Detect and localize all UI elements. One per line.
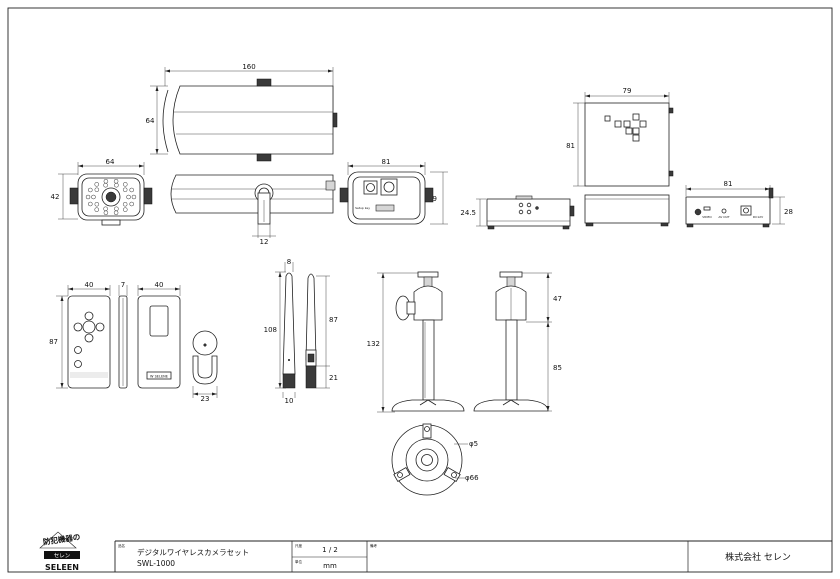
dim-mount-hole: φ5	[469, 440, 478, 448]
dim-base-diameter: φ66	[465, 474, 479, 482]
stand-base-plan: φ5 φ66	[391, 423, 479, 496]
ir-led-array	[85, 179, 137, 215]
dim-front-height: 42	[51, 193, 60, 201]
ir-led	[94, 202, 100, 207]
ir-led	[94, 207, 99, 212]
rx-rear-video-label: VIDEO	[702, 215, 712, 219]
rear-setup-label: Setup key	[355, 206, 370, 210]
antenna-views: 8 108 10 87 21	[264, 258, 338, 405]
dim-stand-height: 132	[367, 340, 380, 348]
dim-receiver-front-height: 24.5	[460, 209, 476, 217]
dim-camera-height: 64	[146, 117, 155, 125]
dim-bracket-width: 12	[260, 238, 269, 246]
dim-rear-width: 81	[382, 158, 391, 166]
dim-receiver-depth: 81	[566, 142, 575, 150]
ir-led	[103, 179, 109, 184]
dim-antenna-top: 8	[287, 258, 291, 266]
scale-label: 尺度	[295, 543, 303, 548]
logo-wordmark: SELEEN	[45, 563, 79, 572]
camera-rear-view: 81 49 Setup key	[339, 158, 448, 225]
ir-led	[131, 194, 137, 200]
camera-side-view: 160 64	[146, 63, 338, 162]
camera-top-view: 12	[170, 174, 336, 246]
dim-remote-thickness: 7	[121, 281, 125, 289]
model-number: SWL-1000	[137, 559, 175, 568]
dim-stand-top: 47	[553, 295, 562, 303]
remote-control-views: 40 87 7 40 W SELENE	[49, 281, 181, 389]
ir-led	[94, 182, 99, 187]
notes-label: 備考	[370, 543, 378, 548]
dim-stand-bottom: 85	[553, 364, 562, 372]
ir-led	[113, 179, 119, 184]
ir-led	[122, 202, 128, 207]
ir-led	[103, 210, 109, 215]
ir-led	[123, 207, 128, 212]
dim-antenna-side-height: 87	[329, 316, 338, 324]
product-name-label: 品名	[118, 543, 125, 548]
dim-remote-back-width: 40	[155, 281, 164, 289]
dim-clip-width: 23	[201, 395, 210, 403]
dim-receiver-rear-width: 81	[724, 180, 733, 188]
dim-remote-height: 87	[49, 338, 58, 346]
ir-led	[113, 210, 119, 215]
ir-led	[114, 183, 119, 188]
dim-antenna-base-height: 21	[329, 374, 338, 382]
receiver-key-pad	[604, 113, 647, 142]
ir-led	[129, 187, 134, 193]
dim-camera-length: 160	[242, 63, 255, 71]
dim-receiver-width: 79	[623, 87, 632, 95]
dim-front-width: 64	[106, 158, 115, 166]
dim-antenna-height: 108	[264, 326, 277, 334]
ir-led	[88, 187, 93, 193]
unit-label: 単位	[295, 559, 303, 564]
ir-led	[114, 206, 119, 211]
ir-led	[103, 206, 108, 211]
ir-led	[91, 194, 96, 200]
company-logo: 防犯機器の セレン SELEEN	[39, 531, 81, 572]
dim-antenna-base-width: 10	[285, 397, 294, 405]
ir-led	[94, 187, 100, 192]
ir-led	[122, 187, 128, 192]
receiver-side-view	[584, 194, 670, 227]
sheet-border	[7, 7, 833, 573]
unit-value: mm	[323, 562, 337, 570]
camera-stand-views: 132 47 85	[367, 271, 562, 413]
dim-receiver-rear-height: 28	[784, 208, 793, 216]
ir-led	[103, 183, 108, 188]
ir-led	[129, 201, 134, 207]
rx-rear-dc-label: DC12V	[753, 215, 764, 219]
logo-katakana: セレン	[54, 553, 71, 560]
ir-led	[88, 201, 93, 207]
receiver-rear-view: 81 28 VIDEO AV OUT DC12V	[685, 180, 793, 228]
ir-led	[123, 182, 128, 187]
receiver-front-view: 24.5	[460, 195, 575, 230]
title-block: 品名 デジタルワイヤレスカメラセット SWL-1000 尺度 1 / 2 単位 …	[114, 540, 832, 572]
company-name: 株式会社 セレン	[725, 551, 791, 563]
scale-value: 1 / 2	[322, 546, 338, 554]
camera-front-view: 64 42	[51, 158, 153, 226]
product-name: デジタルワイヤレスカメラセット	[137, 547, 249, 557]
dim-remote-width: 40	[85, 281, 94, 289]
rx-rear-av-label: AV OUT	[718, 215, 729, 219]
ir-led	[85, 194, 91, 200]
remote-back-label: W SELENE	[150, 375, 168, 379]
remote-clip-holder: 23	[192, 330, 218, 403]
ir-led	[126, 194, 131, 200]
receiver-top-view: 79 81	[566, 87, 674, 187]
